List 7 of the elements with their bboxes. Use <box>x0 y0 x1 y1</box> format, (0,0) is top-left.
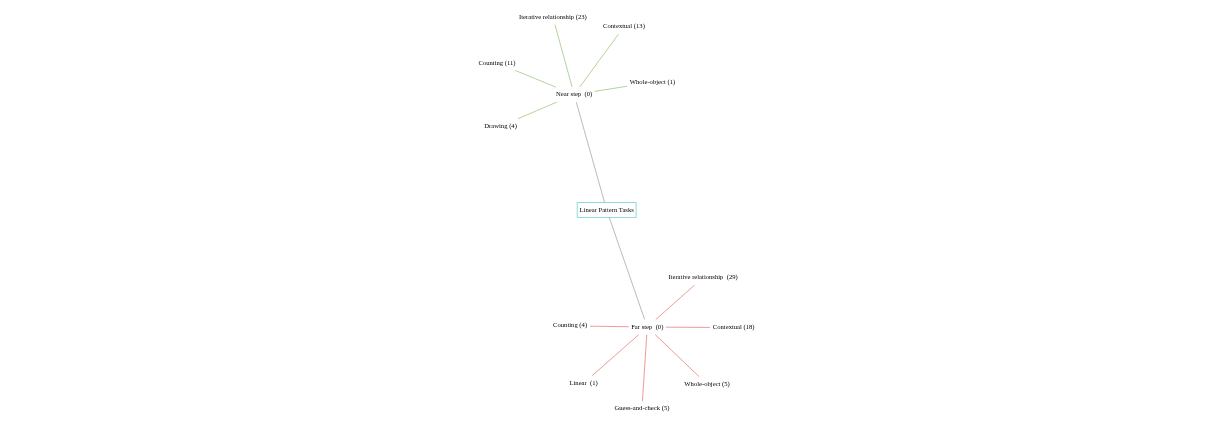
connector <box>575 101 605 203</box>
connector <box>608 217 645 320</box>
connector <box>517 101 557 119</box>
connector <box>554 24 572 88</box>
connector <box>593 86 627 92</box>
connector <box>578 34 619 88</box>
connector <box>514 70 556 88</box>
